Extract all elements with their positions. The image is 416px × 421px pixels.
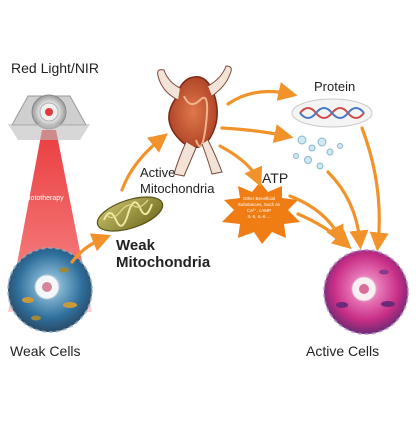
arrow-atp-lower-to-active-cell bbox=[288, 194, 344, 245]
arrow-to-protein bbox=[226, 82, 298, 106]
active-cells-label: Active Cells bbox=[306, 343, 380, 359]
light-source-label: Red Light/NIR bbox=[11, 60, 99, 76]
arrow-protein-to-active-cell bbox=[360, 126, 389, 252]
starburst-icon bbox=[222, 182, 300, 244]
burst-line-4: IL-5, IL-6 ... bbox=[247, 214, 271, 219]
active-mitochondria-line1: Active bbox=[140, 165, 176, 180]
arrow-weak-to-active-mitochondria bbox=[120, 133, 168, 192]
weak-mitochondria-label: Weak Mitochondria bbox=[116, 237, 210, 271]
weak-mitochondria-line1: Weak bbox=[116, 237, 155, 254]
arrow-weak-cell-to-mitochondria bbox=[70, 233, 112, 264]
arrow-burst-to-active-cell bbox=[296, 212, 352, 250]
dna-helix-icon bbox=[291, 98, 373, 128]
weak-cells-label: Weak Cells bbox=[10, 343, 81, 359]
active-mitochondria-label: Active Mitochondria bbox=[140, 165, 214, 197]
arrow-to-burst bbox=[218, 144, 263, 188]
active-mitochondria-line2: Mitochondria bbox=[140, 181, 215, 196]
muscle-mitochondria-icon bbox=[157, 65, 232, 177]
arrow-to-atp bbox=[220, 124, 294, 143]
beneficial-substances-text: Other Beneficial Substances, Such as Ca²… bbox=[228, 196, 290, 220]
arrow-atp-to-active-cell bbox=[326, 170, 369, 250]
phototherapy-label: Phototherapy bbox=[22, 195, 64, 202]
burst-line-1: Other Beneficial bbox=[242, 196, 276, 201]
burst-line-2: Substances, Such as bbox=[237, 202, 281, 207]
atp-label: ATP bbox=[262, 170, 289, 186]
atp-molecules-icon bbox=[293, 135, 343, 170]
led-lamp-icon bbox=[8, 94, 90, 140]
burst-line-3: Ca²⁺, cAMP bbox=[246, 208, 272, 213]
protein-label: Protein bbox=[314, 79, 356, 94]
weak-mitochondria-line2: Mitochondria bbox=[116, 254, 211, 271]
active-cell-icon bbox=[323, 249, 409, 335]
weak-cell-icon bbox=[7, 247, 93, 333]
weak-mitochondria-icon bbox=[96, 196, 164, 232]
